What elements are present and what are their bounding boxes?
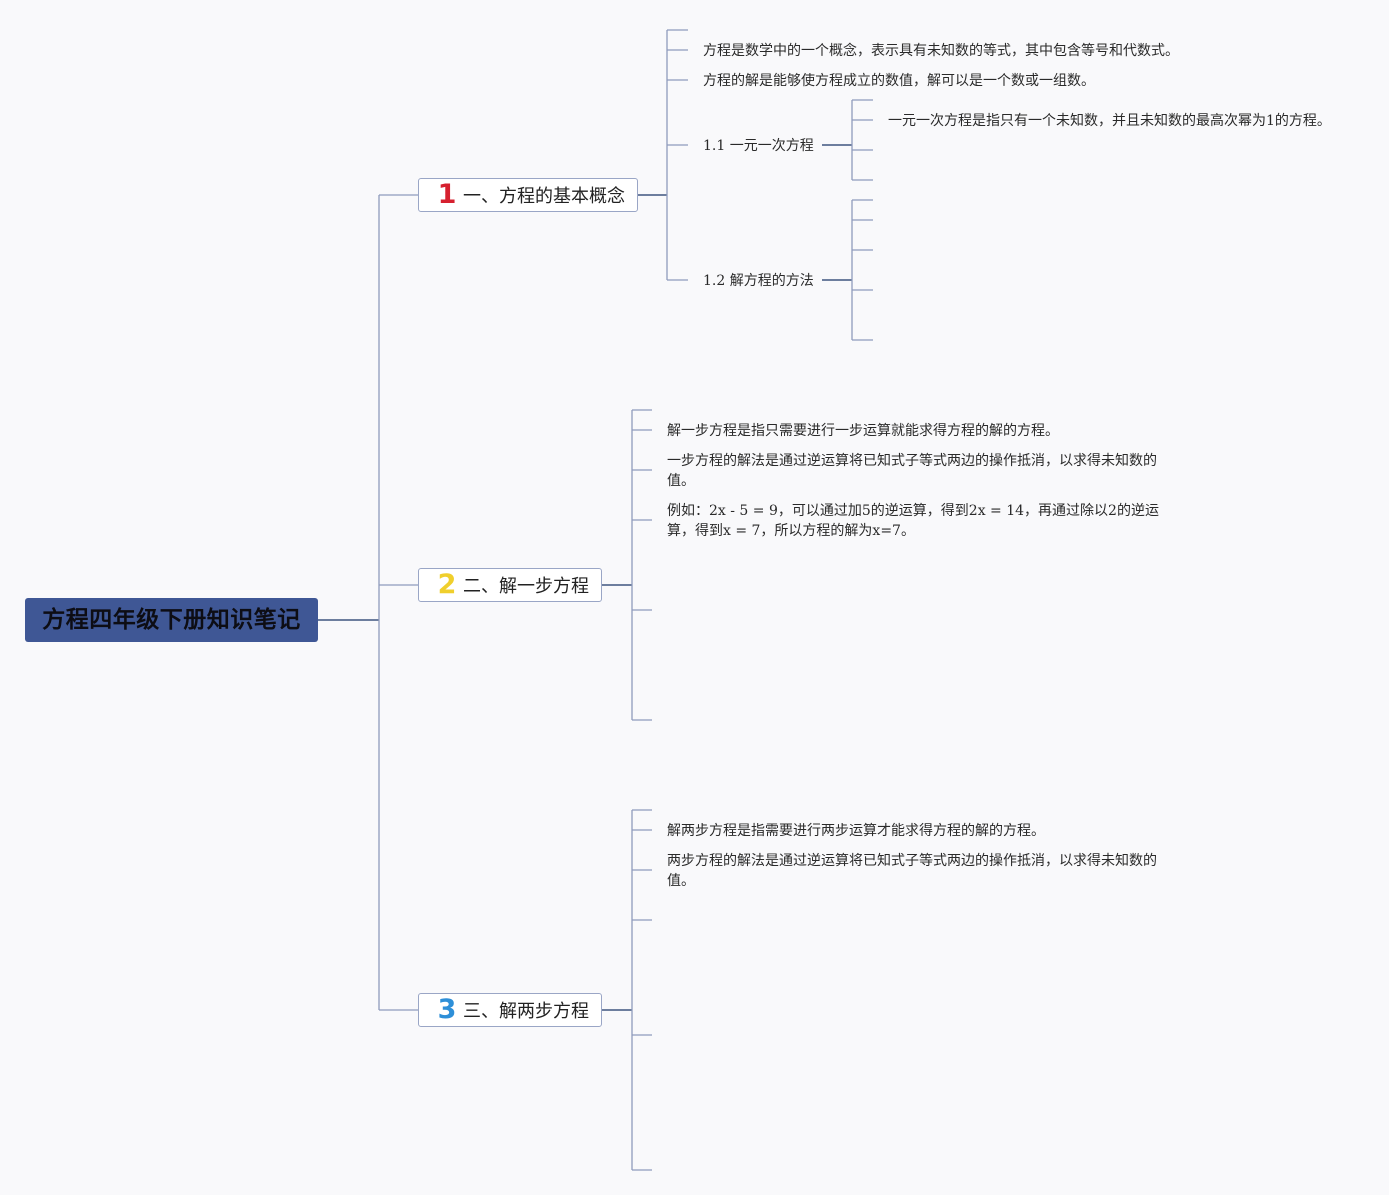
- branch-1-note-1[interactable]: 方程是数学中的一个概念，表示具有未知数的等式，其中包含等号和代数式。: [703, 43, 1179, 59]
- branch-3-topic[interactable]: 3 三、解两步方程: [418, 993, 602, 1027]
- branch-2-topic[interactable]: 2 二、解一步方程: [418, 568, 602, 602]
- number-2-icon: 2: [437, 569, 457, 600]
- subtopic-1-2[interactable]: 1.2 解方程的方法: [703, 273, 814, 289]
- subtopic-1-1-note[interactable]: 一元一次方程是指只有一个未知数，并且未知数的最高次幂为1的方程。: [888, 113, 1331, 129]
- branch-3-note-2[interactable]: 两步方程的解法是通过逆运算将已知式子等式两边的操作抵消，以求得未知数的值。: [667, 853, 1157, 889]
- number-3-icon: 3: [437, 994, 457, 1025]
- branch-3-note-1[interactable]: 解两步方程是指需要进行两步运算才能求得方程的解的方程。: [667, 823, 1045, 839]
- branch-1-topic[interactable]: 1 一、方程的基本概念: [418, 178, 638, 212]
- number-1-icon: 1: [437, 179, 457, 210]
- branch-2-note-2[interactable]: 一步方程的解法是通过逆运算将已知式子等式两边的操作抵消，以求得未知数的值。: [667, 453, 1157, 489]
- branch-1-note-2[interactable]: 方程的解是能够使方程成立的数值，解可以是一个数或一组数。: [703, 73, 1095, 89]
- branch-2-note-1[interactable]: 解一步方程是指只需要进行一步运算就能求得方程的解的方程。: [667, 423, 1059, 439]
- root-topic[interactable]: 方程四年级下册知识笔记: [25, 598, 318, 642]
- branch-2-note-3[interactable]: 例如：2x - 5 = 9，可以通过加5的逆运算，得到2x = 14，再通过除以…: [667, 503, 1159, 539]
- branch-1-label: 一、方程的基本概念: [463, 186, 625, 207]
- subtopic-1-1[interactable]: 1.1 一元一次方程: [703, 138, 814, 154]
- branch-2-label: 二、解一步方程: [463, 576, 589, 597]
- branch-3-label: 三、解两步方程: [463, 1001, 589, 1022]
